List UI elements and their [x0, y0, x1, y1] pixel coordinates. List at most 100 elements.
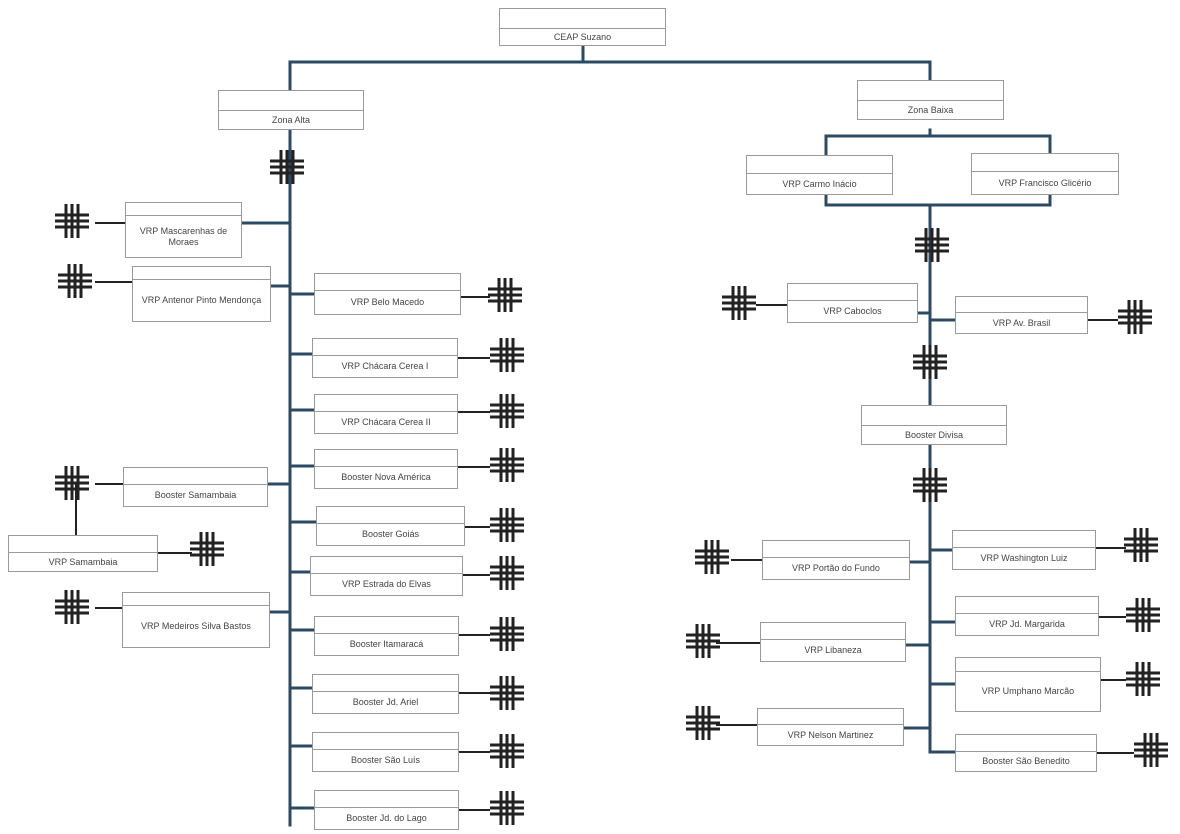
- node-header: [956, 658, 1100, 672]
- node-header: [956, 297, 1087, 313]
- vrp-libaneza-node[interactable]: VRP Libaneza: [760, 622, 906, 662]
- node-header: [313, 733, 458, 750]
- valve-hash-icon: [1126, 598, 1160, 632]
- node-header: [317, 507, 464, 524]
- booster-goias-node[interactable]: Booster Goiás: [316, 506, 465, 546]
- vrp-mascarenhas-node[interactable]: VRP Mascarenhas de Moraes: [125, 202, 242, 258]
- node-label: VRP Caboclos: [823, 306, 882, 316]
- valve-hash-icon: [913, 345, 947, 379]
- vrp-washington-luiz-node[interactable]: VRP Washington Luiz: [952, 530, 1096, 570]
- node-label: Booster Samambaia: [154, 490, 237, 500]
- node-header: [311, 557, 462, 574]
- node-label: VRP Portão do Fundo: [792, 563, 880, 573]
- node-label: VRP Mascarenhas de Moraes: [139, 225, 228, 247]
- node-label: VRP Av. Brasil: [992, 317, 1051, 328]
- valve-hash-icon: [490, 508, 524, 542]
- node-header: [313, 675, 458, 692]
- node-header: [956, 735, 1096, 752]
- valve-hash-icon: [1118, 300, 1152, 334]
- node-header: [124, 468, 267, 485]
- booster-jd-do-lago-node[interactable]: Booster Jd. do Lago: [314, 790, 459, 830]
- vrp-antenor-node[interactable]: VRP Antenor Pinto Mendonça: [132, 266, 271, 322]
- node-label: Zona Baixa: [907, 104, 954, 115]
- root-node[interactable]: CEAP Suzano: [499, 8, 666, 46]
- node-label: Booster Jd. Ariel: [352, 697, 419, 707]
- zona-baixa-node[interactable]: Zona Baixa: [857, 80, 1004, 120]
- vrp-samambaia-node[interactable]: VRP Samambaia: [8, 535, 158, 572]
- valve-hash-icon: [488, 278, 522, 312]
- node-label: Zona Alta: [271, 114, 311, 125]
- vrp-caboclos-node[interactable]: VRP Caboclos: [787, 283, 918, 323]
- valve-hash-icon: [55, 466, 89, 500]
- node-header: [123, 593, 269, 606]
- valve-hash-icon: [490, 617, 524, 651]
- node-label: VRP Belo Macedo: [350, 297, 425, 307]
- node-label: VRP Carmo Inácio: [782, 178, 857, 189]
- valve-hash-icon: [686, 624, 720, 658]
- vrp-medeiros-node[interactable]: VRP Medeiros Silva Bastos: [122, 592, 270, 648]
- vrp-av-brasil-node[interactable]: VRP Av. Brasil: [955, 296, 1088, 334]
- booster-sao-luis-node[interactable]: Booster São Luís: [312, 732, 459, 772]
- valve-hash-icon: [1134, 733, 1168, 767]
- node-header: [313, 339, 457, 356]
- node-label: VRP Chácara Cerea II: [341, 417, 431, 427]
- vrp-estrada-node[interactable]: VRP Estrada do Elvas: [310, 556, 463, 596]
- valve-hash-icon: [686, 706, 720, 740]
- node-header: [788, 284, 917, 301]
- booster-nova-america-node[interactable]: Booster Nova América: [314, 449, 458, 489]
- node-header: [315, 274, 460, 291]
- node-label: VRP Nelson Martinez: [787, 729, 874, 740]
- booster-itamaraca-node[interactable]: Booster Itamaracá: [314, 616, 459, 656]
- valve-hash-icon: [915, 228, 949, 262]
- booster-sao-benedito-node[interactable]: Booster São Benedito: [955, 734, 1097, 772]
- node-header: [219, 91, 363, 111]
- node-label: Booster São Luís: [350, 755, 421, 765]
- node-header: [763, 541, 909, 558]
- node-header: [126, 203, 241, 216]
- valve-hash-icon: [190, 532, 224, 566]
- booster-samambaia-node[interactable]: Booster Samambaia: [123, 467, 268, 507]
- node-label: Booster Nova América: [341, 472, 431, 482]
- vrp-belo-macedo-node[interactable]: VRP Belo Macedo: [314, 273, 461, 315]
- valve-hash-icon: [490, 338, 524, 372]
- booster-jd-ariel-node[interactable]: Booster Jd. Ariel: [312, 674, 459, 714]
- node-header: [858, 81, 1003, 101]
- vrp-nelson-martinez-node[interactable]: VRP Nelson Martinez: [757, 708, 904, 746]
- vrp-francisco-glicerio-node[interactable]: VRP Francisco Glicério: [971, 153, 1119, 195]
- valve-hash-icon: [490, 791, 524, 825]
- node-header: [972, 154, 1118, 172]
- node-header: [956, 597, 1098, 614]
- valve-hash-icon: [695, 540, 729, 574]
- valve-hash-icon: [490, 676, 524, 710]
- valve-hash-icon: [490, 448, 524, 482]
- node-label: Booster Jd. do Lago: [346, 813, 427, 823]
- node-label: Booster Itamaracá: [349, 639, 424, 649]
- node-label: VRP Estrada do Elvas: [342, 579, 431, 589]
- node-label: Booster Divisa: [904, 429, 964, 440]
- valve-hash-icon: [490, 556, 524, 590]
- booster-divisa-node[interactable]: Booster Divisa: [861, 405, 1007, 445]
- vrp-portao-do-fundo-node[interactable]: VRP Portão do Fundo: [762, 540, 910, 580]
- valve-hash-icon: [58, 264, 92, 298]
- node-header: [500, 9, 665, 29]
- node-label: VRP Libaneza: [804, 645, 862, 655]
- node-header: [9, 536, 157, 553]
- valve-hash-icon: [1124, 528, 1158, 562]
- vrp-umphano-marcao-node[interactable]: VRP Umphano Marcão: [955, 657, 1101, 712]
- node-label: VRP Medeiros Silva Bastos: [141, 621, 251, 631]
- valve-hash-icon: [1126, 662, 1160, 696]
- vrp-chacara-cerea-1-node[interactable]: VRP Chácara Cerea I: [312, 338, 458, 378]
- vrp-chacara-cerea-2-node[interactable]: VRP Chácara Cerea II: [314, 394, 458, 434]
- node-header: [747, 156, 892, 174]
- zona-alta-node[interactable]: Zona Alta: [218, 90, 364, 130]
- vrp-jd-margarida-node[interactable]: VRP Jd. Margarida: [955, 596, 1099, 636]
- node-label: VRP Umphano Marcão: [981, 686, 1075, 696]
- node-label: VRP Francisco Glicério: [998, 177, 1092, 188]
- node-header: [315, 395, 457, 412]
- node-header: [758, 709, 903, 725]
- node-header: [862, 406, 1006, 426]
- node-label: VRP Chácara Cerea I: [341, 361, 429, 371]
- vrp-carmo-inacio-node[interactable]: VRP Carmo Inácio: [746, 155, 893, 195]
- node-label: Booster São Benedito: [982, 756, 1070, 766]
- node-label: VRP Washington Luiz: [980, 553, 1068, 563]
